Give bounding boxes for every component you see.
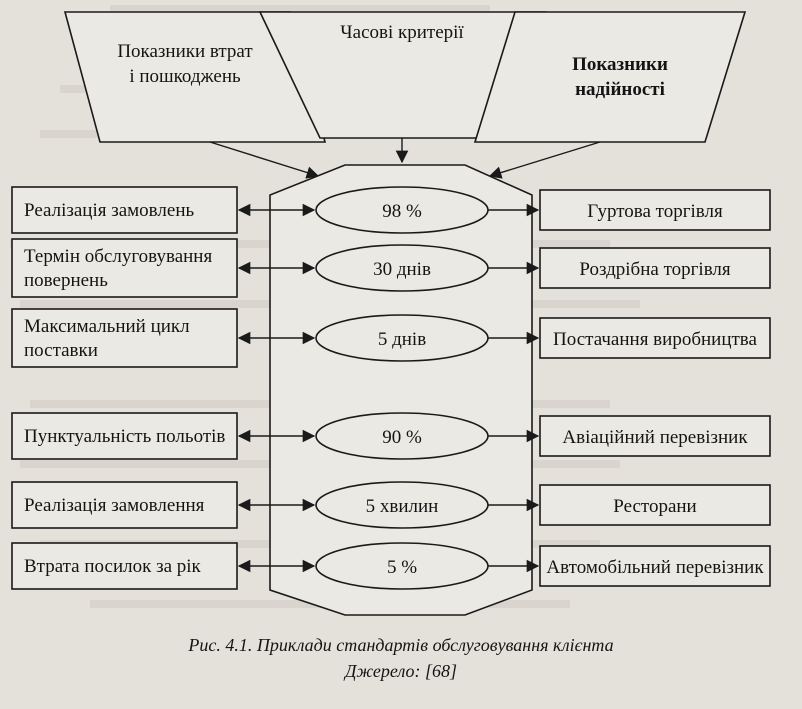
value-label: 90 %	[382, 427, 422, 448]
standard-row: Пунктуальність польотів 90 % Авіаційний пе…	[11, 412, 771, 460]
right-box-label: Роздрібна торгівля	[579, 259, 731, 280]
right-sector-box: Роздрібна торгівля	[539, 247, 771, 289]
value-label: 5 хвилин	[366, 496, 439, 517]
top-box-reliability-line1: Показники	[572, 54, 668, 75]
right-box-frame	[539, 317, 771, 359]
value-label: 5 %	[387, 557, 417, 578]
right-box-frame	[539, 247, 771, 289]
standard-row: Термін обслуговування повернень 30 днів Роз…	[11, 238, 771, 298]
left-indicator-box: Пунктуальність польотів	[11, 412, 238, 460]
left-box-label: Реалізація замовлення	[24, 495, 205, 516]
left-box-label: Максимальний цикл	[24, 316, 190, 337]
standard-row: Реалізація замовлень 98 % Гуртова торгівля	[11, 186, 771, 234]
service-standards-diagram: Показники втрат і пошкоджень Часові крит…	[11, 11, 771, 616]
left-box-label: повернень	[24, 270, 108, 291]
right-box-label: Постачання виробництва	[553, 329, 757, 350]
right-box-frame	[539, 545, 771, 587]
top-box-time-criteria: Часові критерії	[258, 11, 547, 139]
value-label: 98 %	[382, 201, 422, 222]
right-box-label: Ресторани	[613, 496, 696, 517]
right-box-frame	[539, 189, 771, 231]
arrow-losses-to-center	[209, 141, 320, 179]
left-box-label: Термін обслуговування	[24, 246, 212, 267]
left-box-label: Втрата посилок за рік	[24, 556, 202, 577]
right-box-label: Автомобільний перевізник	[546, 557, 764, 578]
left-box-frame	[11, 481, 238, 529]
top-box-losses-line2: і пошкоджень	[129, 66, 241, 87]
left-indicator-box: Реалізація замовлень	[11, 186, 238, 234]
figure-caption-source: Джерело: [68]	[344, 661, 458, 681]
top-box-losses-damage: Показники втрат і пошкоджень	[63, 11, 327, 143]
standard-row: Реалізація замовлення 5 хвилин Ресторани	[11, 481, 771, 529]
right-box-label: Авіаційний перевізник	[562, 427, 748, 448]
left-indicator-box: Реалізація замовлення	[11, 481, 238, 529]
left-box-label: Реалізація замовлень	[24, 200, 194, 221]
standard-row: Втрата посилок за рік 5 % Автомобільний пе…	[11, 542, 771, 590]
standards-rows: Реалізація замовлень 98 % Гуртова торгівля…	[11, 186, 771, 590]
right-sector-box: Авіаційний перевізник	[539, 415, 771, 457]
left-indicator-box: Термін обслуговування повернень	[11, 238, 238, 298]
left-box-frame	[11, 542, 238, 590]
left-box-frame	[11, 186, 238, 234]
left-box-frame	[11, 308, 238, 368]
top-box-reliability: Показники надійності	[473, 11, 747, 143]
top-box-losses-line1: Показники втрат	[117, 41, 253, 62]
right-sector-box: Гуртова торгівля	[539, 189, 771, 231]
left-box-label: Пунктуальність польотів	[24, 426, 225, 447]
left-box-frame	[11, 238, 238, 298]
left-box-label: поставки	[24, 340, 98, 361]
right-box-label: Гуртова торгівля	[587, 201, 723, 222]
left-box-frame	[11, 412, 238, 460]
top-box-reliability-line2: надійності	[575, 79, 665, 100]
value-label: 5 днів	[378, 329, 426, 350]
value-label: 30 днів	[373, 259, 431, 280]
right-sector-box: Ресторани	[539, 484, 771, 526]
right-box-frame	[539, 415, 771, 457]
arrow-reliability-to-center	[488, 141, 601, 179]
right-box-frame	[539, 484, 771, 526]
left-indicator-box: Втрата посилок за рік	[11, 542, 238, 590]
figure-caption-title: Рис. 4.1. Приклади стандартів обслуговув…	[188, 635, 614, 655]
right-sector-box: Постачання виробництва	[539, 317, 771, 359]
left-indicator-box: Максимальний цикл поставки	[11, 308, 238, 368]
top-box-time-criteria-label: Часові критерії	[340, 22, 464, 43]
right-sector-box: Автомобільний перевізник	[539, 545, 771, 587]
standard-row: Максимальний цикл поставки 5 днів Постачанн…	[11, 308, 771, 368]
